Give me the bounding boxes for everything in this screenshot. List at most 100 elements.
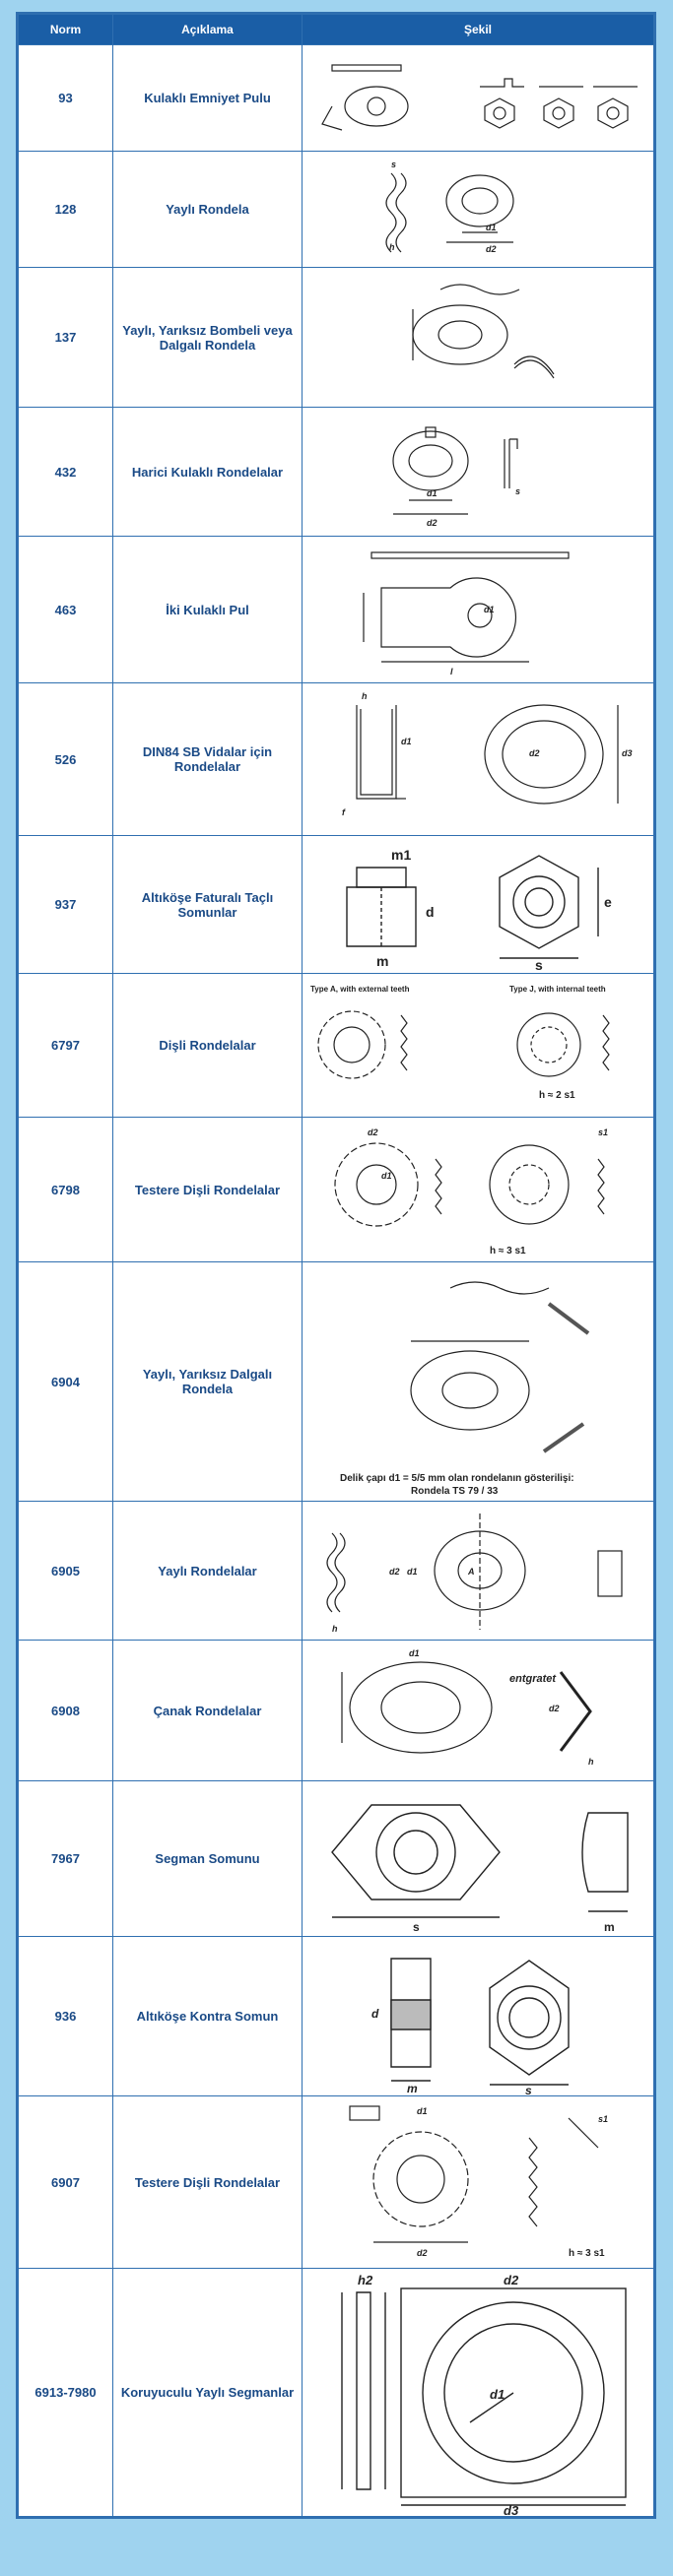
label-d: d	[426, 904, 435, 920]
description-cell: Çanak Rondelalar	[112, 1640, 303, 1781]
description-cell: DIN84 SB Vidalar için Rondelalar	[112, 682, 303, 836]
table-container: Norm Açıklama Şekil 93 Kulaklı Emniyet P…	[16, 12, 656, 2519]
label-s: s	[515, 486, 520, 496]
norm-cell: 6797	[18, 973, 113, 1118]
label-d2: d2	[486, 244, 497, 254]
label-d3: d3	[622, 748, 633, 758]
caption-line-2: Rondela TS 79 / 33	[411, 1486, 499, 1497]
tab-washer-drawing	[321, 63, 638, 131]
label-d1: d1	[407, 1567, 418, 1577]
label-d2: d2	[549, 1704, 560, 1713]
label-h: h	[588, 1757, 594, 1767]
lock-nut-drawing: s m	[331, 1803, 629, 1934]
table-row: 6905 Yaylı Rondelalar A h d1 d2	[18, 1501, 654, 1641]
description-cell: Kulaklı Emniyet Pulu	[112, 44, 303, 152]
table-row: 463 İki Kulaklı Pul d1 l	[18, 536, 654, 683]
label-d1: d1	[427, 488, 437, 498]
curved-spring-washer-drawing	[412, 283, 555, 378]
label-m: m	[407, 2082, 418, 2094]
double-tab-washer-drawing: d1 l	[363, 550, 570, 676]
label-s1: s1	[598, 2114, 608, 2124]
label-h2: h2	[358, 2273, 373, 2287]
figure-cell: h d1 d2 d3 f	[302, 682, 654, 836]
norm-cell: 526	[18, 682, 113, 836]
castle-nut-drawing: m1 d m s e	[346, 847, 612, 972]
figure-cell: h2 d2 d1 d3	[302, 2268, 654, 2517]
figure-cell: d1 d2 h entgratet	[302, 1640, 654, 1781]
protected-spring-ring-drawing: h2 d2 d1 d3	[341, 2273, 627, 2515]
label-m1: m1	[391, 847, 411, 863]
label-a: A	[467, 1567, 475, 1577]
caption-line-1: Delik çapı d1 = 5/5 mm olan rondelanın g…	[340, 1473, 574, 1484]
norm-cell: 432	[18, 407, 113, 537]
norm-cell: 6798	[18, 1117, 113, 1262]
table-row: 93 Kulaklı Emniyet Pulu	[18, 44, 654, 152]
label-m: m	[604, 1920, 615, 1934]
table-row: 937 Altıköşe Faturalı Taçlı Somunlar m1 …	[18, 835, 654, 974]
norm-cell: 463	[18, 536, 113, 683]
label-l: l	[450, 667, 453, 676]
norm-cell: 137	[18, 267, 113, 408]
norm-table: Norm Açıklama Şekil 93 Kulaklı Emniyet P…	[18, 14, 654, 2517]
label-d2: d2	[368, 1127, 378, 1137]
figure-cell: d1 d2 s1 h ≈ 3 s1	[302, 2095, 654, 2269]
label-h: h	[389, 242, 395, 252]
note-h: h ≈ 2 s1	[539, 1090, 575, 1101]
description-cell: Harici Kulaklı Rondelalar	[112, 407, 303, 537]
header-norm: Norm	[18, 14, 113, 45]
serrated-washer-drawing-2: d1 d2 s1 h ≈ 3 s1	[349, 2104, 608, 2259]
norm-cell: 6908	[18, 1640, 113, 1781]
label-m: m	[376, 953, 388, 969]
table-row: 137 Yaylı, Yarıksız Bombeli veya Dalgalı…	[18, 267, 654, 408]
figure-cell: m1 d m s e	[302, 835, 654, 974]
label-d2: d2	[529, 748, 540, 758]
description-cell: Altıköşe Kontra Somun	[112, 1936, 303, 2096]
description-cell: Yaylı, Yarıksız Bombeli veya Dalgalı Ron…	[112, 267, 303, 408]
label-d1: d1	[409, 1648, 420, 1658]
label-d1: d1	[490, 2387, 505, 2402]
norm-cell: 6905	[18, 1501, 113, 1641]
conical-washer-drawing: d1 d2 h entgratet	[341, 1648, 594, 1767]
table-row: 6908 Çanak Rondelalar d1 d2 h entgratet	[18, 1640, 654, 1781]
table-row: 6913-7980 Koruyuculu Yaylı Segmanlar h2 …	[18, 2268, 654, 2517]
spring-washer-section-drawing: A h d1 d2	[326, 1513, 623, 1634]
table-row: 6798 Testere Dişli Rondelalar d2 d1 s1 h…	[18, 1117, 654, 1262]
table-row: 6797 Dişli Rondelalar Type A, with exter…	[18, 973, 654, 1118]
table-row: 6907 Testere Dişli Rondelalar d1 d2 s1	[18, 2095, 654, 2269]
description-cell: Yaylı, Yarıksız Dalgalı Rondela	[112, 1261, 303, 1502]
label-d1: d1	[401, 737, 412, 746]
norm-cell: 128	[18, 151, 113, 268]
label-d2: d2	[427, 518, 437, 528]
label-s: s	[413, 1920, 420, 1934]
wave-washer-drawing: Delik çapı d1 = 5/5 mm olan rondelanın g…	[340, 1280, 590, 1497]
header-description: Açıklama	[112, 14, 303, 45]
header-figure: Şekil	[302, 14, 654, 45]
norm-cell: 93	[18, 44, 113, 152]
figure-cell	[302, 44, 654, 152]
label-d2: d2	[417, 2248, 428, 2258]
figure-cell: d1 d2 s	[302, 407, 654, 537]
description-cell: Koruyuculu Yaylı Segmanlar	[112, 2268, 303, 2517]
figure-cell: A h d1 d2	[302, 1501, 654, 1641]
figure-cell	[302, 267, 654, 408]
spring-washer-drawing: d1 d2 h s	[385, 160, 514, 254]
label-s: s	[391, 160, 396, 169]
figure-cell: Delik çapı d1 = 5/5 mm olan rondelanın g…	[302, 1261, 654, 1502]
norm-cell: 6904	[18, 1261, 113, 1502]
description-cell: Testere Dişli Rondelalar	[112, 1117, 303, 1262]
label-e: e	[604, 894, 612, 910]
norm-cell: 6907	[18, 2095, 113, 2269]
description-cell: Yaylı Rondela	[112, 151, 303, 268]
description-cell: Altıköşe Faturalı Taçlı Somunlar	[112, 835, 303, 974]
cup-washer-drawing: h d1 d2 d3 f	[342, 691, 633, 817]
table-row: 7967 Segman Somunu s m	[18, 1780, 654, 1937]
label-h: h	[362, 691, 368, 701]
description-cell: İki Kulaklı Pul	[112, 536, 303, 683]
note-h: h ≈ 3 s1	[490, 1246, 526, 1256]
table-row: 526 DIN84 SB Vidalar için Rondelalar h d…	[18, 682, 654, 836]
figure-cell: d m s	[302, 1936, 654, 2096]
label-s: s	[525, 2084, 532, 2094]
external-tab-washer-drawing: d1 d2 s	[392, 425, 520, 528]
norm-cell: 6913-7980	[18, 2268, 113, 2517]
table-row: 128 Yaylı Rondela d1 d2 h s	[18, 151, 654, 268]
